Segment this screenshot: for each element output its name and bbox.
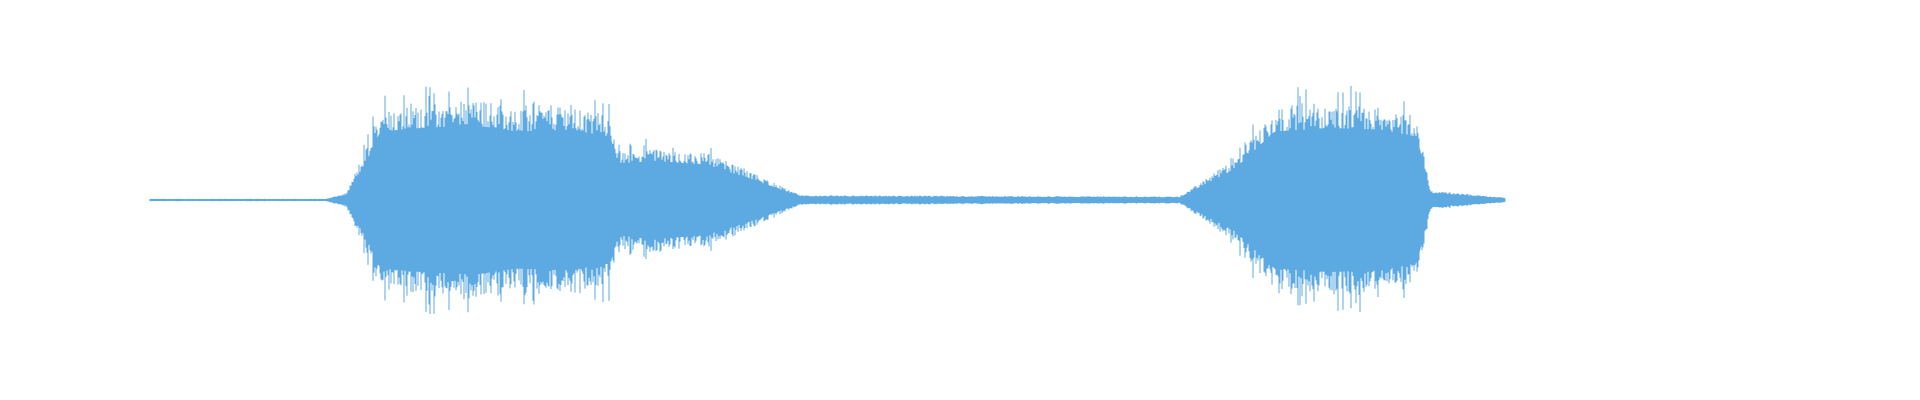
waveform-peaks — [149, 85, 1506, 314]
waveform-core-fill — [150, 125, 1504, 275]
